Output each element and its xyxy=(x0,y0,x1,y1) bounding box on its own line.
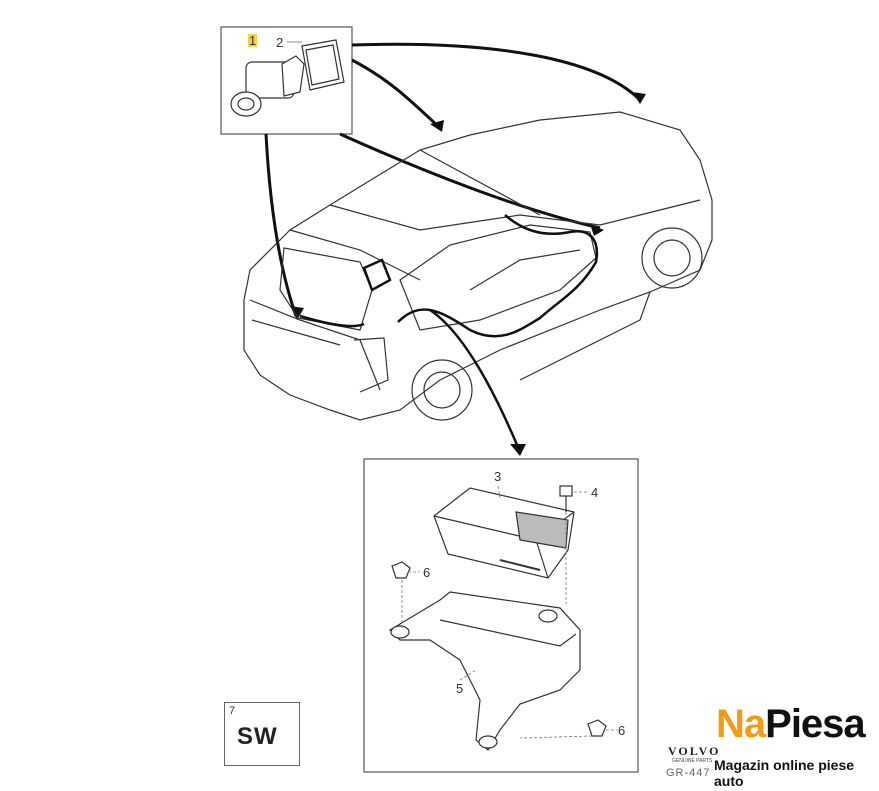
screw-icon xyxy=(391,485,607,737)
callout-1: 1 xyxy=(248,33,258,48)
control-module-icon xyxy=(433,487,575,579)
callout-3: 3 xyxy=(494,469,502,484)
brand-piesa: Piesa xyxy=(765,702,866,746)
brand-tagline: Magazin online piese auto xyxy=(714,757,855,789)
callout-6-upper: 6 xyxy=(423,565,431,580)
vehicle-illustration xyxy=(243,111,713,421)
callout-2: 2 xyxy=(276,35,284,50)
volvo-logo: VOLVO xyxy=(668,744,721,758)
plate-part-icon xyxy=(301,39,345,91)
napiesa-logo: NaPiesa xyxy=(716,702,866,746)
bracket-icon xyxy=(389,591,581,751)
leader-arrows-top xyxy=(264,42,642,317)
callout-5: 5 xyxy=(456,681,464,696)
wiring-harness-route xyxy=(299,214,599,453)
callout-leaders xyxy=(401,485,618,739)
callout-4: 4 xyxy=(591,485,599,500)
camera-detail-box xyxy=(220,26,353,135)
module-detail-box xyxy=(363,458,639,773)
callout-6-lower: 6 xyxy=(618,723,626,738)
camera-part-icon xyxy=(230,55,305,117)
software-label: SW xyxy=(237,723,278,750)
callout-7: 7 xyxy=(229,705,236,717)
arrow-heads xyxy=(290,92,646,456)
diagram-reference: GR-447 xyxy=(666,767,711,779)
volvo-genuine-parts: GENUINE PARTS xyxy=(672,758,713,764)
software-box: 7 SW xyxy=(224,702,300,766)
brand-na: Na xyxy=(716,702,766,746)
